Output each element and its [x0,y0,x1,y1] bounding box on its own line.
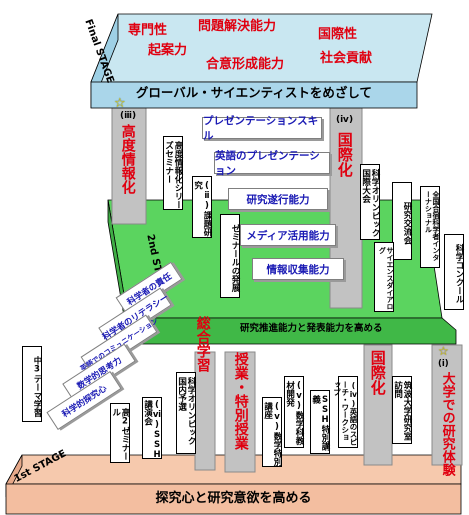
board-tsukuba: 筑波大学研究室訪問 [392,376,412,444]
column-iii [111,103,147,225]
pillar-i-text: 大学での研究体験 [439,372,455,476]
board-ko2-seminar: 高2ゼミナール [110,403,130,463]
board-kagaku-concours: 科学コンクール [444,234,464,310]
board-koudo-seminar: 高度情報化シリーズセミナー [163,136,183,210]
pillar-jugyo: 授業・特別授業 [232,352,249,450]
board-math-kyozai: (ⅴ)数学科教材開発 [284,376,304,448]
board-olympiad-domestic: 科学オリンピック国内予選 [176,372,196,454]
pillar-iii-text: 高度情報化 [119,124,136,194]
column-i [431,344,463,466]
goal-kianryoku: 起案力 [148,43,188,58]
skill-english-presentation: 英語のプレゼンテーション [214,150,330,177]
board-science-dialog: サイエンスダイアログ [374,242,394,312]
skill-media: メディア活用能力 [240,224,336,246]
pillar-iii-num: (ⅲ) [120,111,137,121]
board-olympiad-intl: 科学オリンピック国際大会 [360,164,380,240]
goal-senmonsei: 専門性 [128,23,168,38]
pillar-iv-num: (ⅳ) [336,115,354,125]
goal-kokusaisei: 国際性 [318,27,358,42]
column-kokusai [363,344,393,466]
pillar-i-num: (ⅰ) [438,359,449,369]
board-ssh-tokubetsu: SSH特別講義 [310,390,330,454]
board-gasshuku: 全国合宿科学者インターナショナル [420,186,440,268]
final-stage-banner: グローバル・サイエンティストをめざして [135,85,373,100]
stage1-front [5,483,462,515]
goal-goi-keisei: 合意形成能力 [206,57,285,72]
skill-presentation: プレゼンテーションスキル [202,115,322,142]
star-i-icon: ☆ [438,344,449,358]
pillar-kokusai: 国際化 [368,350,387,395]
board-math-tokubetsu: (ⅴ)数学特別講座 [262,397,282,467]
board-kenkyu-koryukai: 研究交流会 [392,182,412,260]
board-english-speech: (ⅳ)英語のスピーチ・ワークショップ [333,376,358,448]
skill-research: 研究遂行能力 [228,188,328,210]
skill-info-gathering: 情報収集能力 [252,258,344,280]
pillar-sogo: 総合学習 [194,316,211,372]
column-jugyo [224,351,256,473]
board-seminar-hatten: ゼミナールの発展 [220,214,240,298]
board-kadai-kenkyu: (ⅱ)課題研究 [192,176,212,238]
pillar-iv-text: 国際化 [335,132,354,177]
star-iii-icon: ☆ [114,96,126,111]
goal-shakai-koken: 社会貢献 [320,51,373,66]
board-chu3-theme: 中3テーマ学習 [22,346,42,422]
stage2-banner: 研究推進能力と発表能力を高める [240,323,383,334]
final-front [90,81,418,109]
board-ssh-kouenkai: (ⅵ)SSH講演会 [142,397,162,460]
stage1-banner: 探究心と研究意欲を高める [155,491,312,506]
goal-mondai-kaiketsu: 問題解決能力 [198,19,277,34]
